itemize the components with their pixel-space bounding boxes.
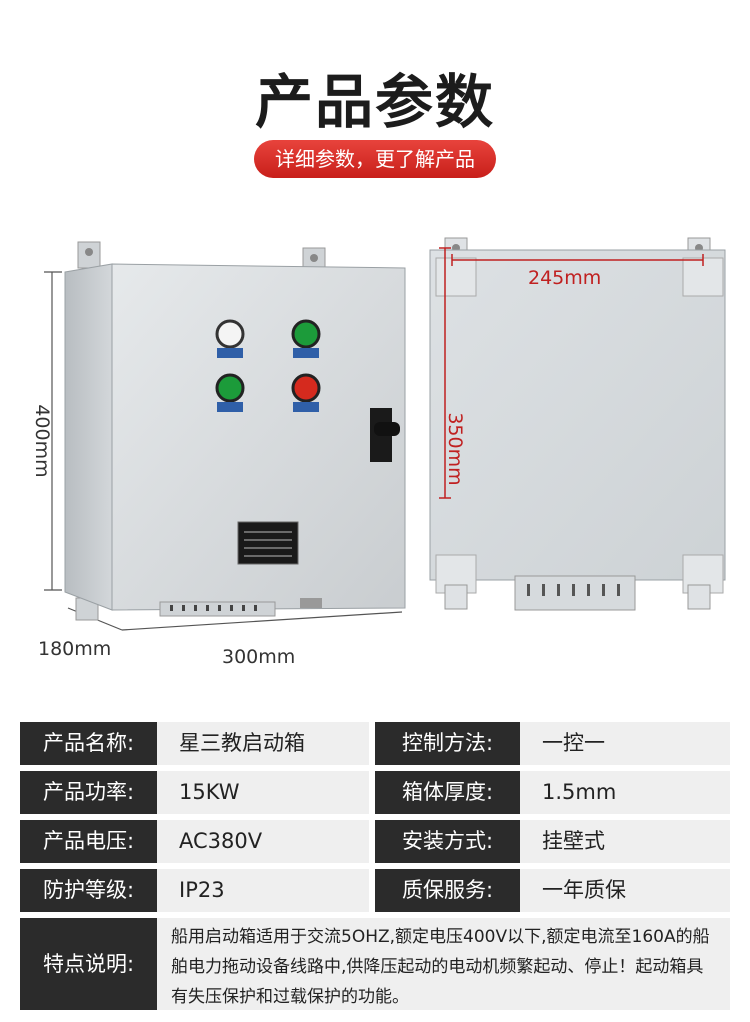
spec-value: IP23	[157, 869, 375, 912]
spec-label: 产品电压:	[20, 820, 157, 863]
spec-row: 产品名称: 星三教启动箱 控制方法: 一控一	[20, 722, 730, 765]
height-dimension-label: 400mm	[31, 404, 53, 478]
spec-value: 1.5mm	[520, 771, 730, 814]
spec-label: 安装方式:	[375, 820, 520, 863]
specs-table: 产品名称: 星三教启动箱 控制方法: 一控一 产品功率: 15KW 箱体厚度: …	[20, 722, 730, 1010]
feature-label: 特点说明:	[20, 918, 157, 1010]
spec-label: 产品功率:	[20, 771, 157, 814]
spec-row: 产品电压: AC380V 安装方式: 挂壁式	[20, 820, 730, 863]
back-width-dimension-label: 245mm	[528, 267, 602, 289]
subtitle-badge: 详细参数，更了解产品	[254, 140, 496, 178]
spec-value: 一年质保	[520, 869, 730, 912]
spec-label: 控制方法:	[375, 722, 520, 765]
spec-label: 防护等级:	[20, 869, 157, 912]
depth-dimension-label: 180mm	[38, 638, 112, 660]
product-image	[44, 237, 726, 631]
spec-value: 挂壁式	[520, 820, 730, 863]
cabinet-back-view	[429, 237, 726, 611]
spec-label: 质保服务:	[375, 869, 520, 912]
cabinet-front-view	[64, 241, 406, 621]
spec-label: 产品名称:	[20, 722, 157, 765]
spec-value: 星三教启动箱	[157, 722, 375, 765]
back-height-dimension-label: 350mm	[444, 412, 466, 486]
spec-value: 一控一	[520, 722, 730, 765]
spec-row: 防护等级: IP23 质保服务: 一年质保	[20, 869, 730, 912]
spec-row: 产品功率: 15KW 箱体厚度: 1.5mm	[20, 771, 730, 814]
feature-text: 船用启动箱适用于交流5OHZ,额定电压400V以下,额定电流至160A的船舶电力…	[157, 918, 730, 1010]
spec-value: 15KW	[157, 771, 375, 814]
feature-row: 特点说明: 船用启动箱适用于交流5OHZ,额定电压400V以下,额定电流至160…	[20, 918, 730, 1010]
width-dimension-label: 300mm	[222, 646, 296, 668]
spec-label: 箱体厚度:	[375, 771, 520, 814]
spec-value: AC380V	[157, 820, 375, 863]
page-title: 产品参数	[254, 68, 495, 136]
